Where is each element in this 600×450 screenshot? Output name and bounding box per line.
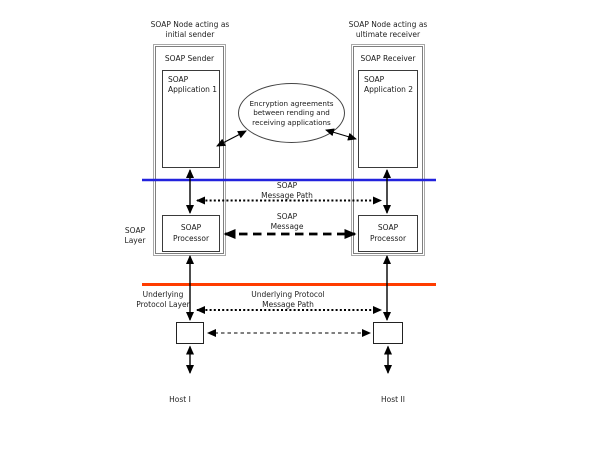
soap-receiver-title: SOAP Receiver [360, 54, 416, 63]
soap-sender-box: SOAP Sender [153, 44, 226, 256]
soap-message-label: SOAP Message [270, 212, 304, 231]
soap-application-2-box: SOAP Application 2 [358, 70, 418, 168]
underlying-protocol-message-path-label: Underlying Protocol Message Path [251, 290, 325, 309]
soap-processor-left-box: SOAP Processor [162, 215, 220, 252]
host-interface-right-box [373, 322, 403, 344]
receiver-node-caption: SOAP Node acting as ultimate receiver [348, 20, 428, 39]
host-i-label: Host I [169, 395, 191, 404]
underlying-protocol-layer-label: Underlying Protocol Layer [136, 290, 190, 309]
sender-node-caption: SOAP Node acting as initial sender [150, 20, 230, 39]
soap-application-1-box: SOAP Application 1 [162, 70, 220, 168]
soap-receiver-box: SOAP Receiver [351, 44, 425, 256]
host-ii-label: Host II [381, 395, 405, 404]
soap-sender-title: SOAP Sender [164, 54, 215, 63]
soap-processor-right-box: SOAP Processor [358, 215, 418, 252]
encryption-agreements-ellipse: Encryption agreements between rending an… [238, 83, 345, 143]
soap-message-path-label: SOAP Message Path [261, 181, 313, 200]
host-interface-left-box [176, 322, 204, 344]
soap-layer-label: SOAP Layer [124, 226, 146, 245]
